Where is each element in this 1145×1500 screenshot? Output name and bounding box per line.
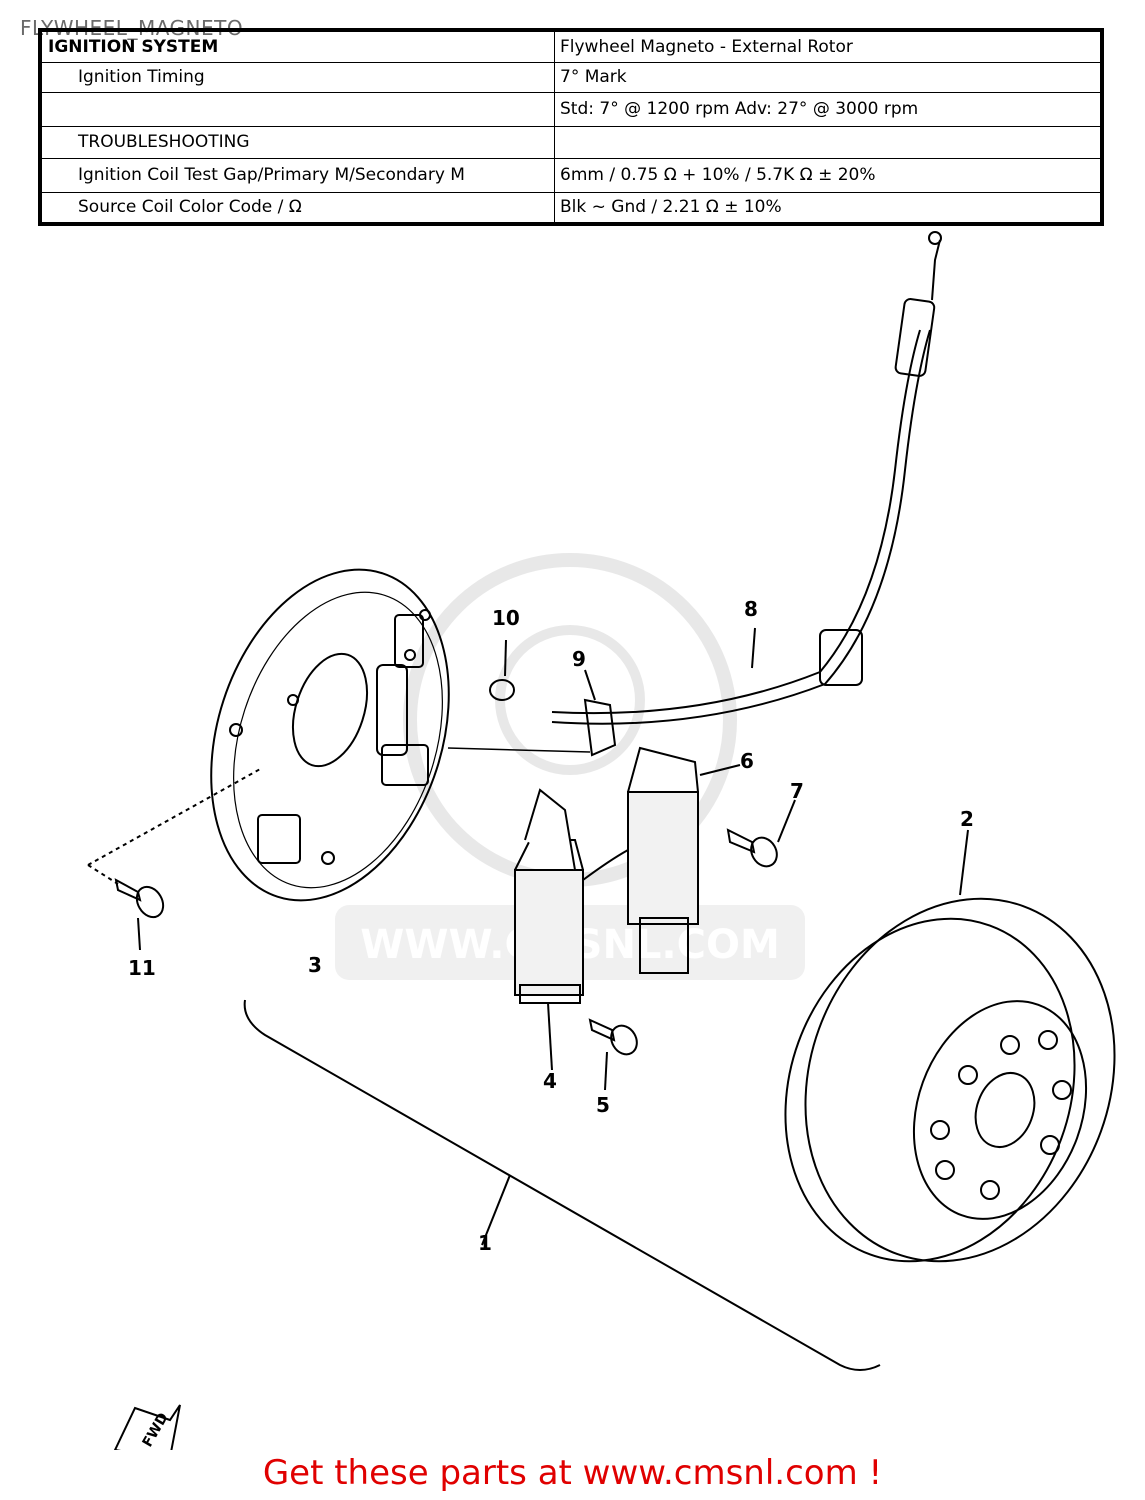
table-row: Source Coil Color Code / Ω Blk ~ Gnd / 2…	[42, 192, 1100, 222]
callout-6: 6	[740, 749, 754, 773]
callout-4: 4	[543, 1069, 557, 1093]
footer-link[interactable]: Get these parts at www.cmsnl.com !	[262, 1453, 883, 1493]
nut-10	[489, 639, 515, 701]
table-row: Ignition Coil Test Gap/Primary M/Seconda…	[42, 158, 1100, 193]
source-coil-6	[582, 746, 741, 974]
screw-5	[588, 1018, 638, 1091]
table-cell-label: IGNITION SYSTEM	[48, 37, 219, 57]
table-row: TROUBLESHOOTING	[42, 126, 1100, 159]
table-cell-value: Flywheel Magneto - External Rotor	[560, 37, 853, 57]
ignition-coil-4	[514, 788, 584, 1071]
assembly-bracket-1	[243, 999, 881, 1371]
table-row: IGNITION SYSTEM Flywheel Magneto - Exter…	[42, 32, 1100, 63]
table-cell-label: Source Coil Color Code / Ω	[78, 197, 302, 217]
callout-3: 3	[308, 953, 322, 977]
exploded-parts-diagram: WWW.CMSNL.COM	[87, 231, 1116, 1450]
callout-1: 1	[478, 1231, 492, 1255]
table-cell-label: Ignition Coil Test Gap/Primary M/Seconda…	[78, 165, 465, 185]
table-cell-value: Std: 7° @ 1200 rpm Adv: 27° @ 3000 rpm	[560, 99, 919, 119]
table-cell-label: Ignition Timing	[78, 67, 205, 87]
table-row: Std: 7° @ 1200 rpm Adv: 27° @ 3000 rpm	[42, 92, 1100, 127]
table-cell-value: Blk ~ Gnd / 2.21 Ω ± 10%	[560, 197, 782, 217]
callout-11: 11	[128, 956, 156, 980]
table-row: Ignition Timing 7° Mark	[42, 62, 1100, 93]
table-cell-value: 6mm / 0.75 Ω + 10% / 5.7K Ω ± 20%	[560, 165, 876, 185]
callout-9: 9	[572, 647, 586, 671]
screw-7	[726, 799, 796, 868]
callout-8: 8	[744, 597, 758, 621]
screw-11	[87, 767, 263, 951]
callout-10: 10	[492, 606, 520, 630]
table-column-divider	[554, 32, 555, 222]
callout-5: 5	[596, 1093, 610, 1117]
table-cell-label: TROUBLESHOOTING	[78, 132, 250, 152]
callout-7: 7	[790, 779, 804, 803]
stator-base-plate	[210, 568, 450, 902]
leader-line	[447, 747, 591, 753]
spec-table: IGNITION SYSTEM Flywheel Magneto - Exter…	[38, 28, 1104, 226]
flywheel-rotor-2	[784, 829, 1116, 1263]
callout-2: 2	[960, 807, 974, 831]
lead-wire-8	[551, 231, 942, 725]
table-cell-value: 7° Mark	[560, 67, 627, 87]
fwd-arrow-icon: FWD	[113, 1404, 181, 1450]
wire-clamp-9	[583, 669, 617, 757]
